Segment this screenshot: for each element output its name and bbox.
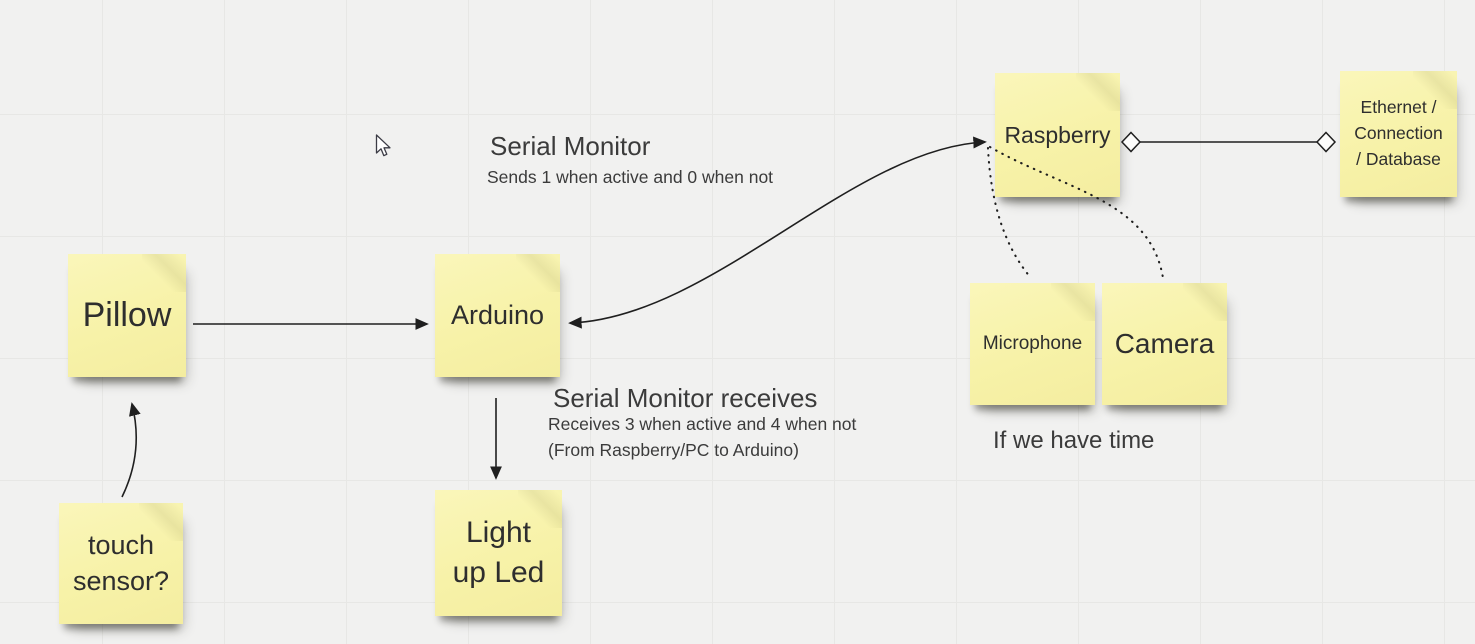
- dotted-line-raspberry-camera[interactable]: [988, 145, 1165, 280]
- mouse-cursor-icon: [375, 134, 391, 157]
- text-serial-receives-line2[interactable]: (From Raspberry/PC to Arduino): [548, 440, 799, 460]
- text-serial-monitor-title[interactable]: Serial Monitor: [490, 131, 651, 161]
- sticky-note-arduino[interactable]: Arduino: [435, 254, 560, 377]
- sticky-note-pillow-label: Pillow: [82, 296, 172, 335]
- text-serial-receives-line1[interactable]: Receives 3 when active and 4 when not: [548, 414, 857, 434]
- sticky-note-camera-label: Camera: [1114, 327, 1215, 359]
- sticky-note-arduino-label: Arduino: [450, 299, 545, 330]
- arrow-arduino-raspberry[interactable]: [568, 136, 987, 329]
- sticky-note-ethernet[interactable]: Ethernet / Connection / Database: [1340, 71, 1457, 197]
- sticky-note-light-up-led-label: Light up Led: [452, 516, 545, 589]
- diamond-endpoint-right[interactable]: [1315, 131, 1337, 153]
- sticky-note-ethernet-label: Ethernet / Connection / Database: [1354, 97, 1443, 169]
- sticky-note-touch-sensor-label: touch sensor?: [72, 529, 170, 596]
- sticky-note-light-up-led[interactable]: Light up Led: [435, 490, 562, 616]
- sticky-note-microphone[interactable]: Microphone: [970, 283, 1095, 405]
- sticky-note-touch-sensor[interactable]: touch sensor?: [59, 503, 183, 624]
- arrow-touch-to-pillow[interactable]: [121, 402, 141, 498]
- sticky-note-microphone-label: Microphone: [982, 333, 1083, 355]
- sticky-note-pillow[interactable]: Pillow: [68, 254, 186, 377]
- sticky-note-raspberry[interactable]: Raspberry: [995, 73, 1120, 197]
- dotted-line-raspberry-microphone[interactable]: [986, 146, 1033, 280]
- text-serial-monitor-subtitle[interactable]: Sends 1 when active and 0 when not: [487, 167, 774, 187]
- text-serial-receives-title[interactable]: Serial Monitor receives: [553, 383, 818, 413]
- sticky-note-camera[interactable]: Camera: [1102, 283, 1227, 405]
- sticky-note-raspberry-label: Raspberry: [1004, 121, 1111, 148]
- diamond-endpoint-left[interactable]: [1120, 131, 1142, 153]
- text-if-we-have-time[interactable]: If we have time: [993, 427, 1155, 454]
